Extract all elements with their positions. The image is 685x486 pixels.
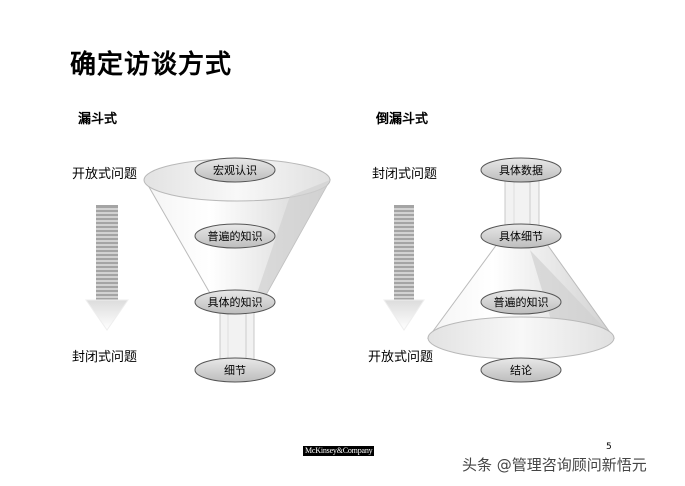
- inverted-funnel-stage-label: 具体数据: [499, 163, 543, 177]
- funnel-bottom-label: 封闭式问题: [72, 350, 138, 365]
- right-down-arrow: [383, 205, 425, 331]
- inverted-funnel-stage-pill: 普遍的知识: [480, 289, 562, 315]
- funnel-top-label: 开放式问题: [72, 167, 138, 182]
- inverted-funnel-heading: 倒漏斗式: [376, 112, 429, 127]
- funnel-stage-pill: 普遍的知识: [194, 223, 276, 249]
- inverted-funnel-stage-label: 普遍的知识: [494, 295, 549, 309]
- inverted-funnel-stage-pill: 具体细节: [480, 223, 562, 249]
- inverted-funnel-stage-pill: 具体数据: [480, 157, 562, 183]
- funnel-stage-label: 细节: [224, 364, 246, 377]
- inverted-funnel-top-label: 封闭式问题: [372, 167, 438, 182]
- inverted-funnel-stage-label: 结论: [510, 363, 532, 377]
- funnel-shape: [143, 158, 331, 373]
- funnel-stage-pill: 细节: [194, 357, 276, 383]
- funnel-stage-label: 具体的知识: [208, 295, 263, 309]
- inverted-funnel-stage-label: 具体细节: [499, 229, 543, 243]
- page-number: 5: [606, 442, 612, 452]
- inverted-funnel-shape: [427, 177, 615, 360]
- funnel-stage-label: 普遍的知识: [208, 229, 263, 243]
- funnel-heading: 漏斗式: [78, 112, 118, 127]
- watermark: 头条 @管理咨询顾问新悟元: [462, 456, 647, 474]
- inverted-funnel-stage-pill: 结论: [480, 357, 562, 383]
- company-logo: McKinsey&Company: [303, 446, 375, 456]
- funnel-stage-pill: 具体的知识: [194, 289, 276, 315]
- page-title: 确定访谈方式: [70, 50, 233, 80]
- funnel-stage-label: 宏观认识: [213, 163, 257, 177]
- inverted-funnel-bottom-label: 开放式问题: [368, 350, 434, 365]
- left-down-arrow: [85, 205, 129, 331]
- funnel-stage-pill: 宏观认识: [194, 157, 276, 183]
